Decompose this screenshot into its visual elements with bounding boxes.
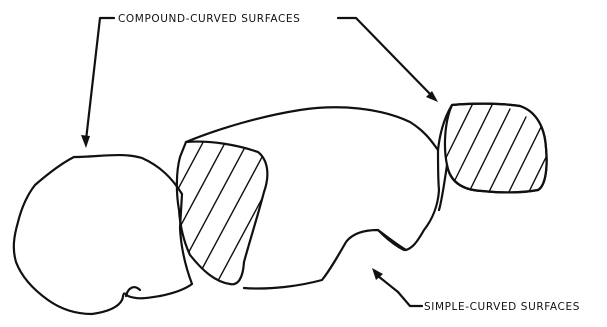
body-end-face-hatch [140,120,323,308]
leader-line-simple-shaft [378,276,398,292]
leader-line-right [338,18,432,96]
left-shape-outline [14,155,192,314]
simple-curved-label: SIMPLE-CURVED SURFACES [424,301,580,313]
leader-line-left [86,18,114,140]
compound-curved-label: COMPOUND-CURVED SURFACES [118,13,300,25]
body-right-edge [406,150,439,250]
right-shape-outline [438,104,547,210]
right-compound-shape [420,85,574,226]
right-face-hatch [420,85,574,226]
compound-left-leader [81,18,114,148]
arrowhead-left [81,135,90,148]
simple-leader [372,268,422,306]
middle-simple-body [140,107,439,308]
left-compound-shape [14,155,192,314]
leader-line-simple [398,292,422,306]
compound-right-leader [338,18,438,102]
